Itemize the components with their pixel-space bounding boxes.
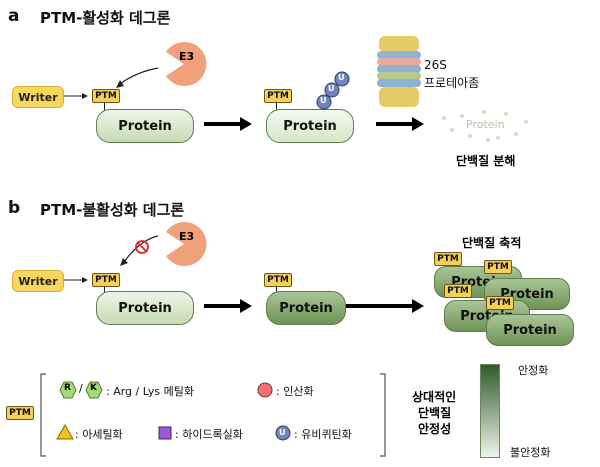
legend-r: R — [64, 383, 71, 393]
degraded-fragments — [442, 110, 528, 142]
accum-ptm-1: PTM — [434, 252, 462, 266]
legend-ubiquitin-icon — [275, 425, 291, 441]
stability-title-1: 상대적인 — [412, 390, 457, 404]
ptm-stem-b2 — [276, 286, 277, 292]
legend-u: U — [279, 428, 286, 437]
accum-ptm-2: PTM — [484, 260, 512, 274]
legend-slash: / — [79, 382, 83, 395]
legend-ubiquitination: : 유비퀴틴화 — [294, 428, 352, 441]
accumulation-label: 단백질 축적 — [462, 236, 522, 250]
accum-protein-4: Protein — [486, 314, 574, 346]
arrows-a — [64, 67, 424, 131]
legend-methylation: : Arg / Lys 메틸화 — [106, 385, 194, 398]
proteasome-label-1: 26S — [424, 58, 447, 72]
stability-bottom-label: 불안정화 — [510, 446, 551, 459]
stability-title-2: 단백질 — [418, 406, 452, 420]
writer-box-a: Writer — [12, 86, 64, 108]
protein-a1: Protein — [96, 109, 194, 143]
legend-ptm-tag: PTM — [6, 406, 34, 420]
section-b-letter: b — [8, 198, 21, 218]
ptm-stem-a1 — [104, 102, 105, 110]
ubiquitin-chain — [316, 71, 350, 110]
section-a-letter: a — [8, 6, 20, 26]
legend-phosphorylation: : 인산화 — [276, 385, 314, 398]
e3-ligase-a — [166, 42, 207, 86]
legend-bracket — [40, 373, 386, 457]
proteasome-icon — [377, 36, 421, 107]
ptm-tag-b1: PTM — [92, 273, 120, 287]
ptm-tag-b2: PTM — [264, 273, 292, 287]
legend-hydroxylation: : 하이드록실화 — [175, 428, 243, 441]
ptm-tag-a2: PTM — [264, 89, 292, 103]
ub-label-1: U — [320, 96, 327, 105]
e3-label-b: E3 — [179, 230, 195, 243]
ub-label-3: U — [338, 73, 345, 82]
section-a-title: PTM-활성화 데그론 — [40, 9, 171, 27]
arrows-b — [64, 235, 424, 313]
ptm-stem-b1 — [104, 286, 105, 292]
degraded-protein-label: Protein — [466, 118, 505, 131]
stability-title-3: 안정성 — [418, 422, 452, 436]
writer-box-b: Writer — [12, 270, 64, 292]
ptm-stem-a2 — [276, 102, 277, 110]
protein-b2: Protein — [266, 291, 346, 325]
section-b-title: PTM-불활성화 데그론 — [40, 201, 185, 219]
degradation-label: 단백질 분해 — [456, 154, 516, 168]
legend-k: K — [90, 383, 97, 393]
stability-gradient-bar — [480, 364, 500, 458]
e3-ligase-b — [166, 222, 207, 266]
legend-acetyl-icon — [56, 424, 74, 440]
legend-hydroxyl-icon — [158, 426, 172, 440]
ptm-tag-a1: PTM — [92, 89, 120, 103]
accum-ptm-3: PTM — [444, 284, 472, 298]
legend-acetylation: : 아세틸화 — [75, 428, 123, 441]
e3-label-a: E3 — [179, 50, 195, 63]
protein-b1: Protein — [96, 291, 194, 325]
ub-label-2: U — [328, 84, 335, 93]
legend-hexagons — [59, 381, 103, 399]
legend-phospho-icon — [257, 382, 273, 398]
accum-ptm-4: PTM — [486, 296, 514, 310]
stability-top-label: 안정화 — [518, 364, 549, 377]
proteasome-label-2: 프로테아좀 — [424, 76, 480, 90]
protein-a2: Protein — [266, 109, 354, 143]
